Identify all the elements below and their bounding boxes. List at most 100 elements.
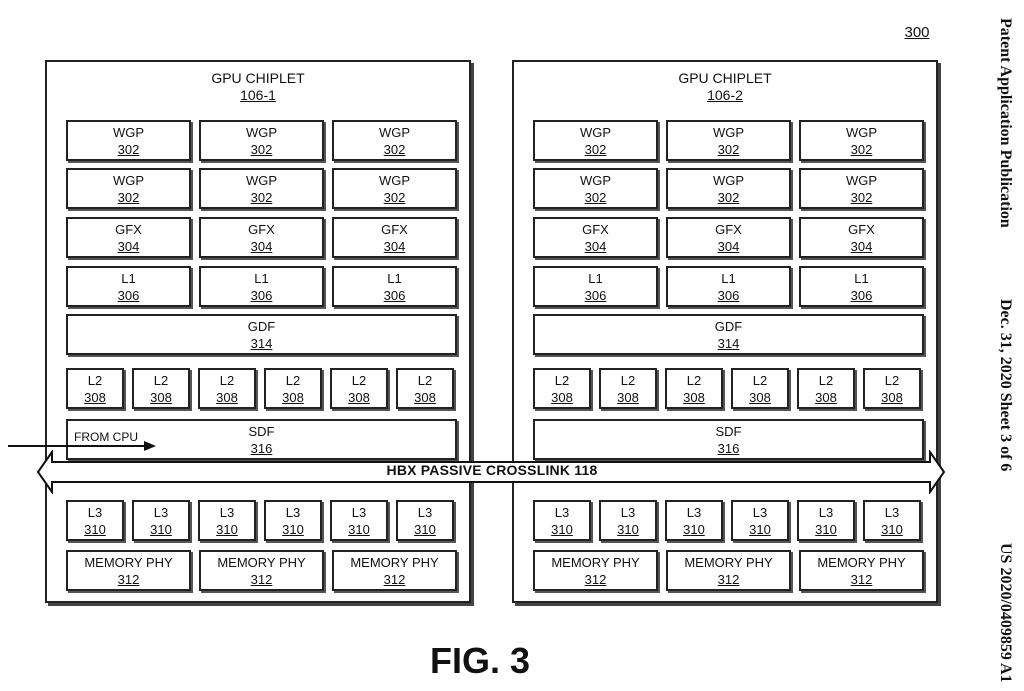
- l1-block-number: 306: [717, 287, 740, 303]
- gfx-block-label: GFX: [248, 221, 275, 237]
- wgp-block-label: WGP: [112, 172, 145, 188]
- l2-block-label: L2: [818, 372, 834, 388]
- figure-caption: FIG. 3: [429, 640, 531, 681]
- l2-block-label: L2: [285, 372, 301, 388]
- l3-block-label: L3: [153, 504, 169, 520]
- memory-phy-block-label: MEMORY PHY: [817, 554, 906, 570]
- l3-block-number: 310: [84, 521, 106, 537]
- wgp-block-label: WGP: [845, 172, 878, 188]
- gfx-block-number: 304: [383, 238, 406, 254]
- l3-block-label: L3: [620, 504, 636, 520]
- l2-block-label: L2: [686, 372, 702, 388]
- chiplet-title-label: GPU CHIPLET: [678, 70, 772, 86]
- gdf-block-number: 314: [250, 335, 273, 351]
- l2-block-number: 308: [683, 389, 705, 405]
- chiplet-title: GPU CHIPLET 106-1: [47, 70, 469, 104]
- gfx-block-label: GFX: [582, 221, 609, 237]
- wgp-block-label: WGP: [579, 172, 612, 188]
- gdf-block-label: GDF: [714, 318, 743, 334]
- l1-block-label: L1: [588, 270, 603, 286]
- l3-block-label: L3: [752, 504, 768, 520]
- l3-block-label: L3: [686, 504, 702, 520]
- l2-block-label: L2: [620, 372, 636, 388]
- l3-block-label: L3: [884, 504, 900, 520]
- chiplet-title: GPU CHIPLET 106-2: [514, 70, 936, 104]
- l3-block-label: L3: [818, 504, 834, 520]
- l2-block-label: L2: [884, 372, 900, 388]
- l2-block-number: 308: [881, 389, 903, 405]
- l1-block-number: 306: [850, 287, 873, 303]
- gfx-block-label: GFX: [848, 221, 875, 237]
- wgp-block-label: WGP: [378, 124, 411, 140]
- l2-block-label: L2: [87, 372, 103, 388]
- l3-block-number: 310: [815, 521, 837, 537]
- memory-phy-block-label: MEMORY PHY: [684, 554, 773, 570]
- from-cpu-arrow: [8, 441, 156, 451]
- memory-phy-block-label: MEMORY PHY: [551, 554, 640, 570]
- gfx-block-number: 304: [717, 238, 740, 254]
- l2-block-number: 308: [348, 389, 370, 405]
- wgp-block-label: WGP: [712, 124, 745, 140]
- l2-block-label: L2: [752, 372, 768, 388]
- memory-phy-block-number: 312: [584, 571, 607, 587]
- memory-phy-block-label: MEMORY PHY: [217, 554, 306, 570]
- gfx-block-number: 304: [250, 238, 273, 254]
- gfx-block-label: GFX: [715, 221, 742, 237]
- l2-block-label: L2: [153, 372, 169, 388]
- crosslink-arrow: [36, 450, 946, 494]
- wgp-block-number: 302: [584, 189, 607, 205]
- l2-block-label: L2: [219, 372, 235, 388]
- l2-block-label: L2: [554, 372, 570, 388]
- wgp-block-label: WGP: [112, 124, 145, 140]
- l1-block-number: 306: [584, 287, 607, 303]
- l3-block-number: 310: [551, 521, 573, 537]
- wgp-block-label: WGP: [579, 124, 612, 140]
- memory-phy-block-number: 312: [117, 571, 140, 587]
- l1-block-label: L1: [721, 270, 736, 286]
- l2-block-number: 308: [282, 389, 304, 405]
- memory-phy-block-label: MEMORY PHY: [350, 554, 439, 570]
- l3-block-label: L3: [219, 504, 235, 520]
- wgp-block-label: WGP: [245, 172, 278, 188]
- l2-block-label: L2: [417, 372, 433, 388]
- l3-block-label: L3: [87, 504, 103, 520]
- l2-block-label: L2: [351, 372, 367, 388]
- wgp-block-number: 302: [850, 189, 873, 205]
- chiplet-number: 106-1: [240, 87, 276, 103]
- l1-block-label: L1: [854, 270, 869, 286]
- l2-block-number: 308: [551, 389, 573, 405]
